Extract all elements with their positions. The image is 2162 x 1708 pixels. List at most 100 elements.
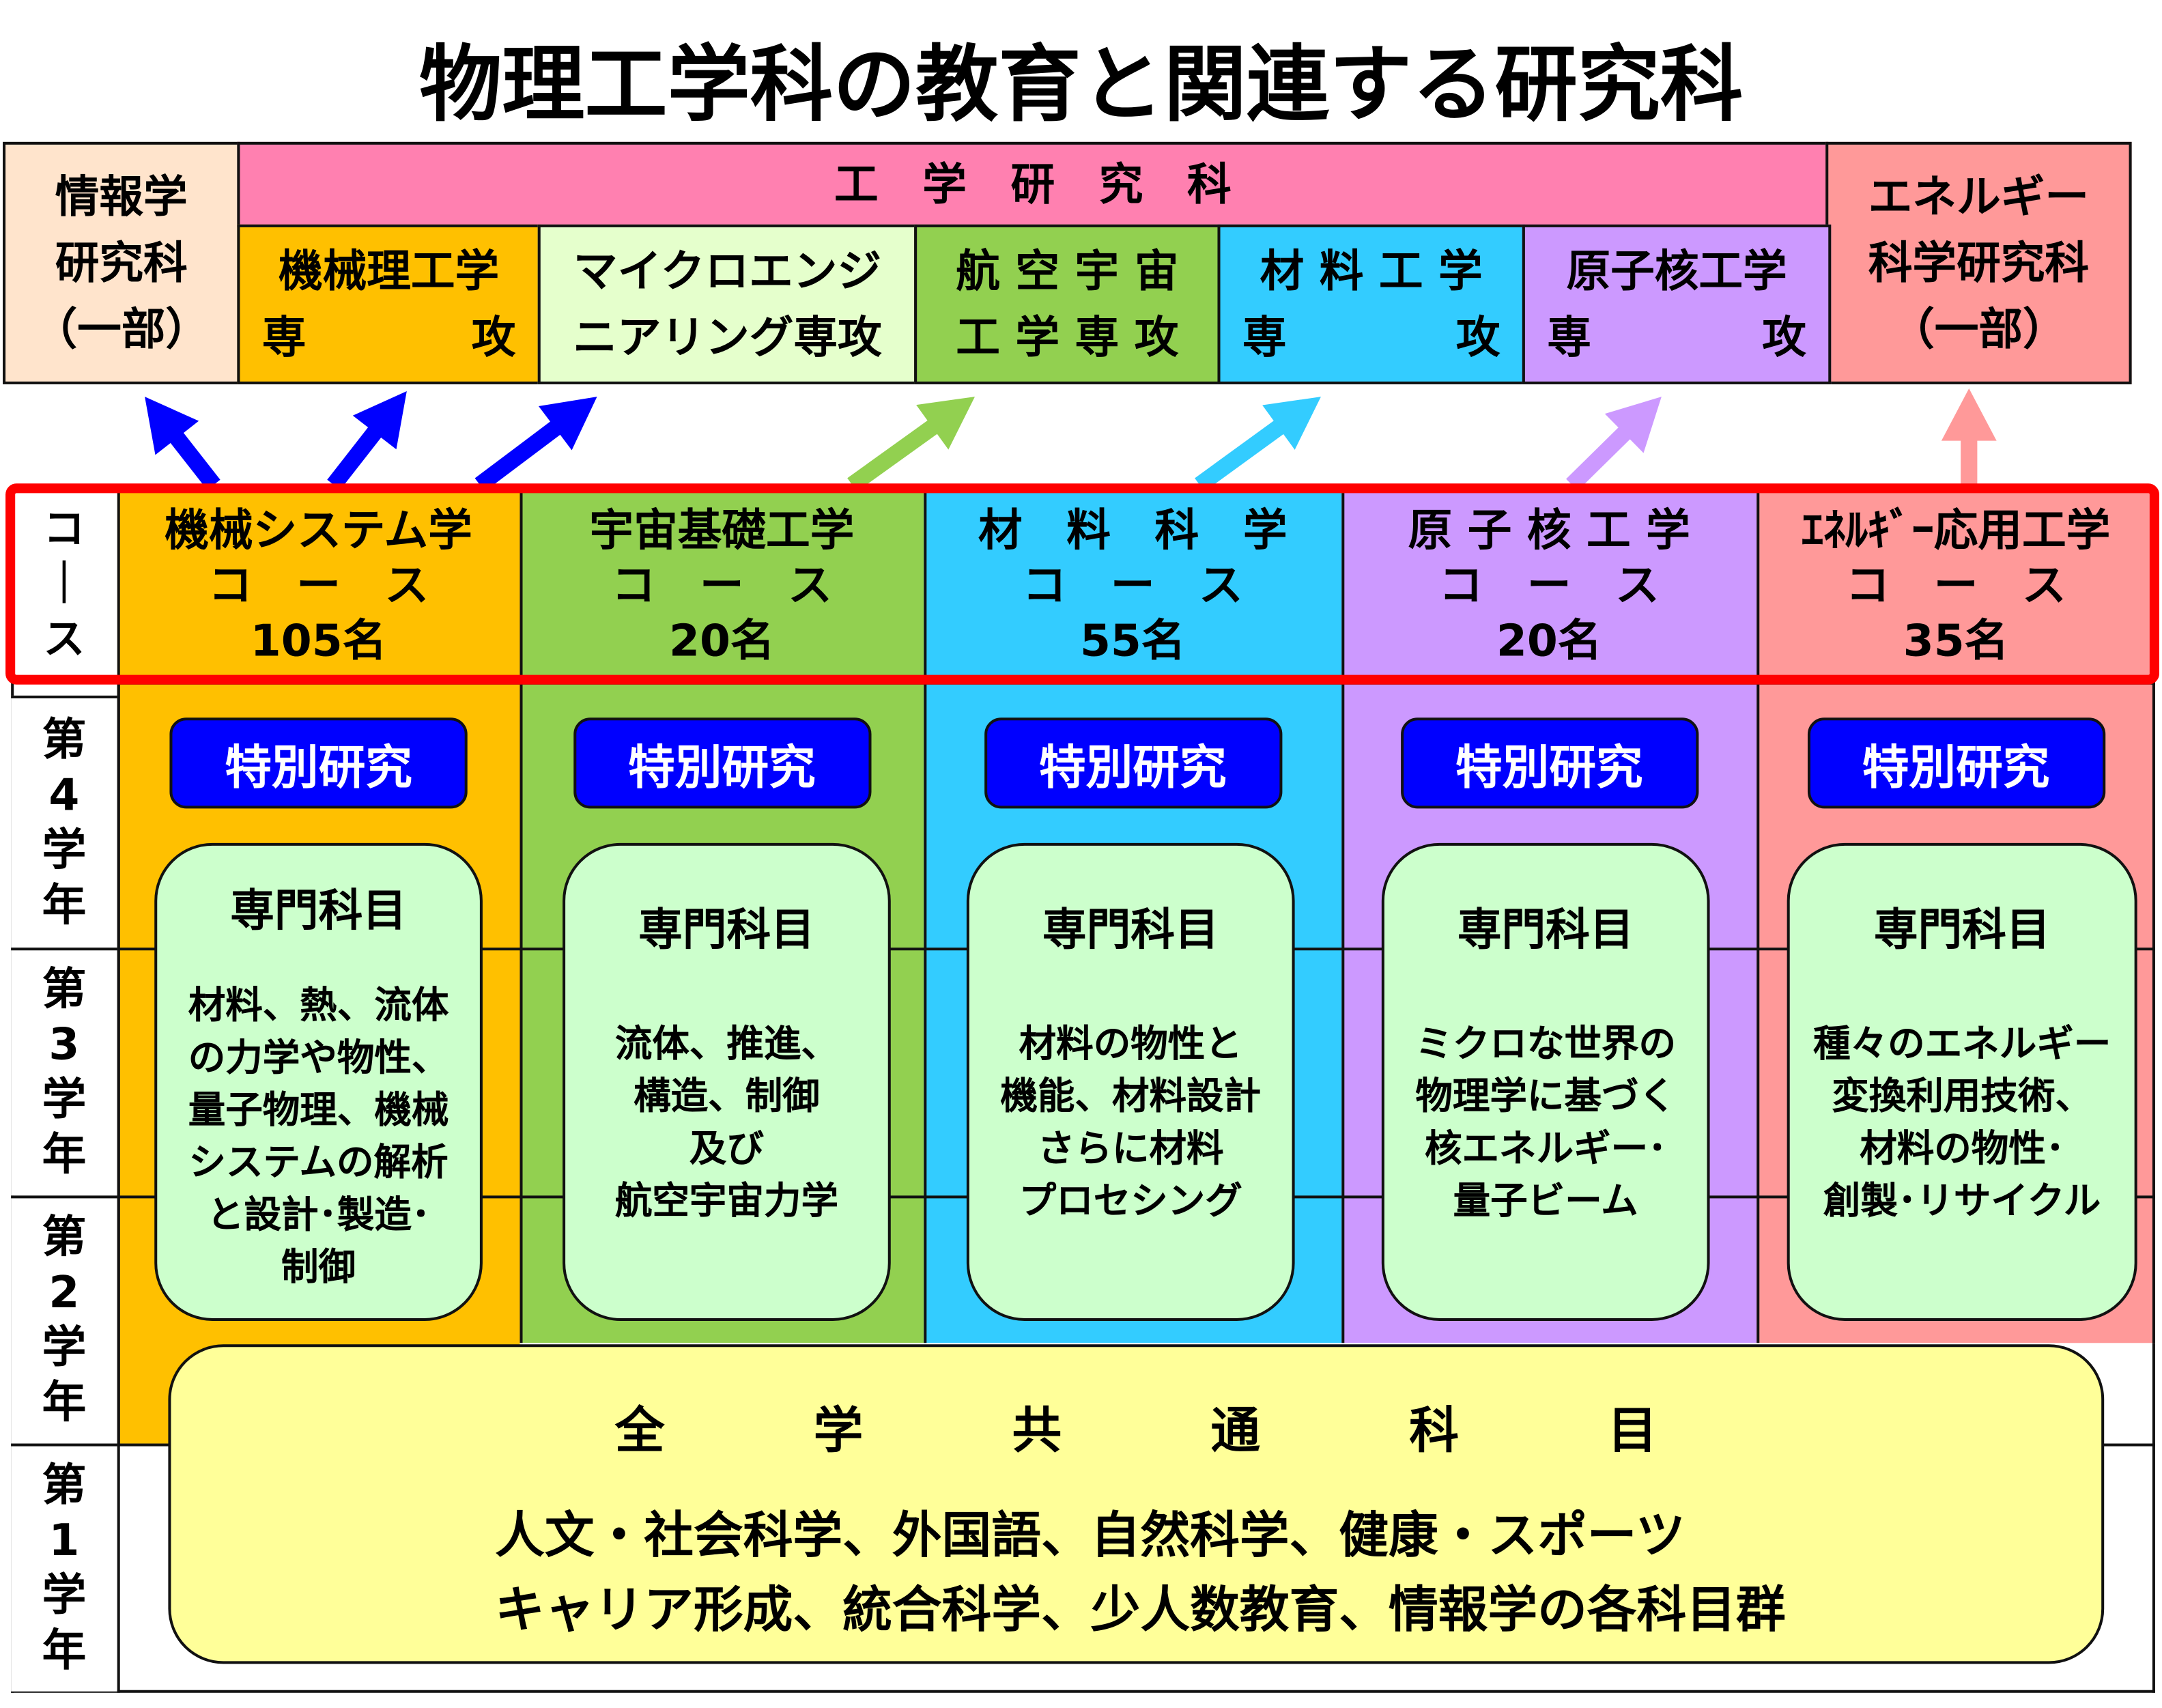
label: 学 [42,823,87,876]
label: 3 [48,1018,80,1070]
label: 攻 [1762,311,1806,364]
bottom-border [11,1690,2155,1693]
course-count: 105名 [250,614,387,667]
label: エネルギー [1868,171,2089,223]
arrow-icon [847,397,975,492]
subject-title: 専門科目 [638,903,815,956]
common-line-2: キャリア形成、統合科学、少人数教育、情報学の各科目群 [495,1582,1786,1640]
major-line-1: 航 空 宇 宙 [956,245,1179,298]
course-name: 材 料 科 学 [978,504,1288,557]
label: 学 [42,1569,87,1621]
year-divider [11,1195,117,1199]
year-divider [11,695,117,698]
arrow-icon [1195,397,1321,492]
major-line-2: 工 学 専 攻 [956,311,1179,364]
label: （一部） [1890,302,2067,356]
label: 第 [42,713,87,765]
label: 専 [261,311,307,364]
specialized-subjects-box: 専門科目ミクロな世界の 物理学に基づく 核エネルギー･ 量子ビーム [1381,842,1710,1321]
special-research-button[interactable]: 特別研究 [573,717,871,809]
label: 専 [1547,311,1591,364]
specialized-subjects-box: 専門科目種々のエネルギー 変換利用技術、 材料の物性･ 創製･リサイクル [1787,842,2137,1321]
course-suffix: コ ー ス [1845,559,2066,612]
subject-list: 材料、熱、流体 の力学や物性、 量子物理、機械 システムの解析 と設計･製造･ … [188,984,449,1290]
major-line-2: ニアリング専攻 [573,311,882,364]
subject-list: 流体、推進、 構造、制御 及び 航空宇宙力学 [614,1023,839,1223]
course-count: 55名 [1079,614,1186,667]
subject-list: ミクロな世界の 物理学に基づく 核エネルギー･ 量子ビーム [1415,1023,1677,1223]
major-line-1: 材 料 工 学 [1260,245,1483,298]
label: 第 [42,1210,87,1264]
right-border [2152,1343,2155,1693]
label: （一部） [33,302,210,356]
specialized-subjects-box: 専門科目材料の物性と 機能、材料設計 さらに材料 プロセシング [966,842,1295,1321]
label: 2 [48,1266,80,1318]
label: コ [43,504,85,554]
label: 攻 [471,311,516,364]
special-research-button[interactable]: 特別研究 [1400,717,1698,809]
label: 年 [42,1623,87,1677]
major-box: 原子核工学専攻 [1522,224,1832,384]
label: 1 [48,1513,80,1567]
arrow-icon [474,397,597,492]
course-suffix: コ ー ス [208,559,429,612]
arrow-icon [1566,397,1662,491]
major-line-2: 専攻 [240,304,537,371]
subject-title: 専門科目 [230,884,407,937]
arrow-icon [327,391,407,490]
major-line-1: マイクロエンジ [573,245,882,298]
label: 専 [1242,311,1287,364]
course-name: 宇宙基礎工学 [589,504,855,557]
major-line-2: 専攻 [1525,304,1828,371]
major-line-1: 機械理工学 [278,245,500,298]
arrow-icon [145,397,221,490]
label: 情報学 [55,171,188,223]
common-subjects-box: 全 学 共 通 科 目 人文・社会科学、外国語、自然科学、健康・スポーツ キャリ… [168,1344,2105,1664]
label: 工 学 研 究 科 [834,158,1232,211]
special-research-button[interactable]: 特別研究 [1806,717,2105,809]
major-line-1: 原子核工学 [1566,245,1787,298]
label: ｜ [43,560,85,608]
label: 年 [42,1376,87,1429]
course-name: 機械システム学 [165,504,472,557]
special-research-button[interactable]: 特別研究 [984,717,1282,809]
subject-title: 専門科目 [1457,903,1634,956]
energy-school: エネルギー 科学研究科 （一部） [1825,141,2132,384]
label: 年 [42,1128,87,1181]
subject-title: 専門科目 [1873,903,2051,956]
course-suffix: コ ー ス [1022,559,1243,612]
course-count: 35名 [1903,614,2009,667]
major-box: 機械理工学専攻 [237,224,541,384]
year-column-border [117,681,120,1693]
label: 学 [42,1320,87,1373]
label: 第 [42,1458,87,1511]
major-box: 航 空 宇 宙工 学 専 攻 [914,224,1221,384]
label: 学 [42,1072,87,1126]
course-label-cell: コ ｜ ス [11,490,117,679]
course-highlight-frame [5,483,2160,685]
common-title: 全 学 共 通 科 目 [614,1404,1658,1460]
label: 研究科 [55,237,188,289]
page-title: 物理工学科の教育と関連する研究科 [419,37,1744,134]
major-box: マイクロエンジニアリング専攻 [537,224,918,384]
label: 4 [48,767,80,821]
year-divider [11,948,117,951]
year-divider [11,1443,117,1447]
subject-list: 種々のエネルギー 変換利用技術、 材料の物性･ 創製･リサイクル [1813,1023,2111,1223]
label: 科学研究科 [1868,237,2089,289]
course-suffix: コ ー ス [1438,559,1660,612]
arrow-icon [1941,388,1997,485]
course-name: 原 子 核 工 学 [1408,504,1690,557]
special-research-button[interactable]: 特別研究 [169,717,468,809]
course-name: ｴﾈﾙｷﾞｰ応用工学 [1801,504,2111,557]
